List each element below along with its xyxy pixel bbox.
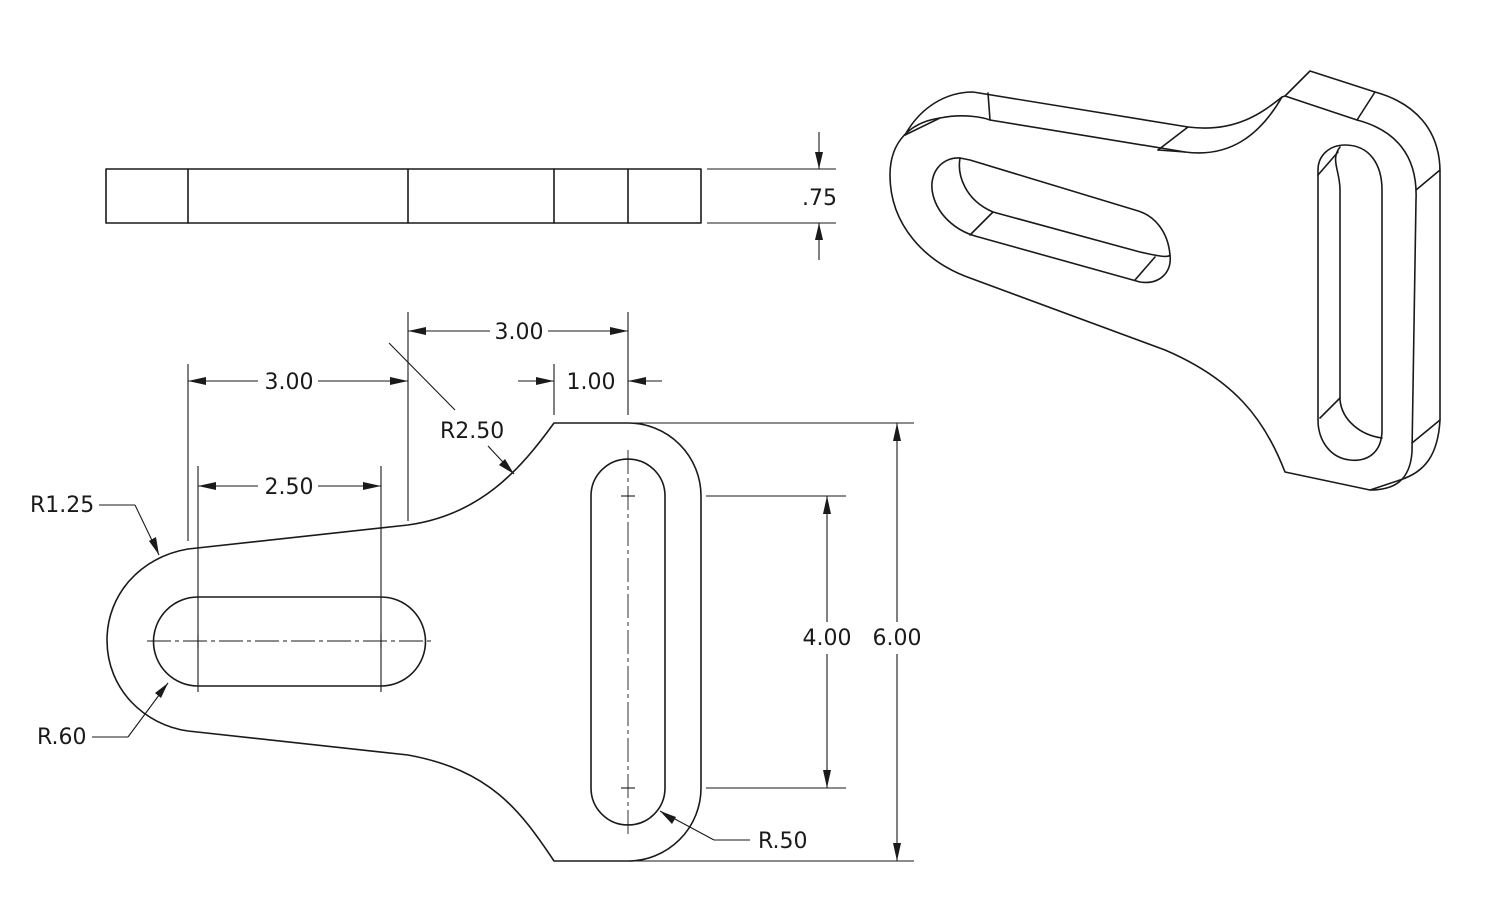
dim-4-00: 4.00 <box>803 496 852 788</box>
thickness-label: .75 <box>802 186 837 211</box>
front-view: 3.00 3.00 1.00 2.50 <box>30 312 922 862</box>
iso-right-slot <box>1317 144 1383 461</box>
radius-r50: R.50 <box>659 810 808 854</box>
radius-r1-25-label: R1.25 <box>30 493 94 518</box>
radius-r60: R.60 <box>37 682 169 750</box>
dim-6-00-label: 6.00 <box>873 626 922 651</box>
dim-2-50: 2.50 <box>198 475 381 500</box>
top-view: .75 <box>105 132 837 260</box>
dim-3-00-lower-label: 3.00 <box>265 370 314 395</box>
top-view-outline <box>105 168 702 224</box>
iso-back-edge <box>904 91 1283 136</box>
radius-r60-label: R.60 <box>37 725 87 750</box>
iso-left-slot-inner <box>958 157 1171 258</box>
radius-r2-50-label: R2.50 <box>440 419 504 444</box>
iso-right-edge <box>1284 70 1441 491</box>
iso-left-slot <box>931 157 1171 284</box>
dim-1-00-label: 1.00 <box>567 370 616 395</box>
part-outline <box>106 422 702 862</box>
dim-3-00-upper-label: 3.00 <box>495 320 544 345</box>
isometric-view <box>889 70 1441 491</box>
iso-top-face <box>889 95 1417 491</box>
radius-r50-label: R.50 <box>758 829 808 854</box>
dim-1-00: 1.00 <box>518 370 662 395</box>
dim-4-00-label: 4.00 <box>803 626 852 651</box>
radius-r2-50: R2.50 <box>388 342 515 475</box>
dim-3-00-upper: 3.00 <box>408 320 628 345</box>
dim-3-00-lower: 3.00 <box>188 370 408 395</box>
vertical-slot <box>590 458 666 826</box>
iso-right-slot-inner <box>1334 146 1383 439</box>
horizontal-slot <box>152 596 427 687</box>
thickness-dimension: .75 <box>707 132 837 260</box>
radius-r1-25: R1.25 <box>30 493 160 556</box>
dim-2-50-label: 2.50 <box>265 475 314 500</box>
dim-6-00: 6.00 <box>873 423 922 861</box>
